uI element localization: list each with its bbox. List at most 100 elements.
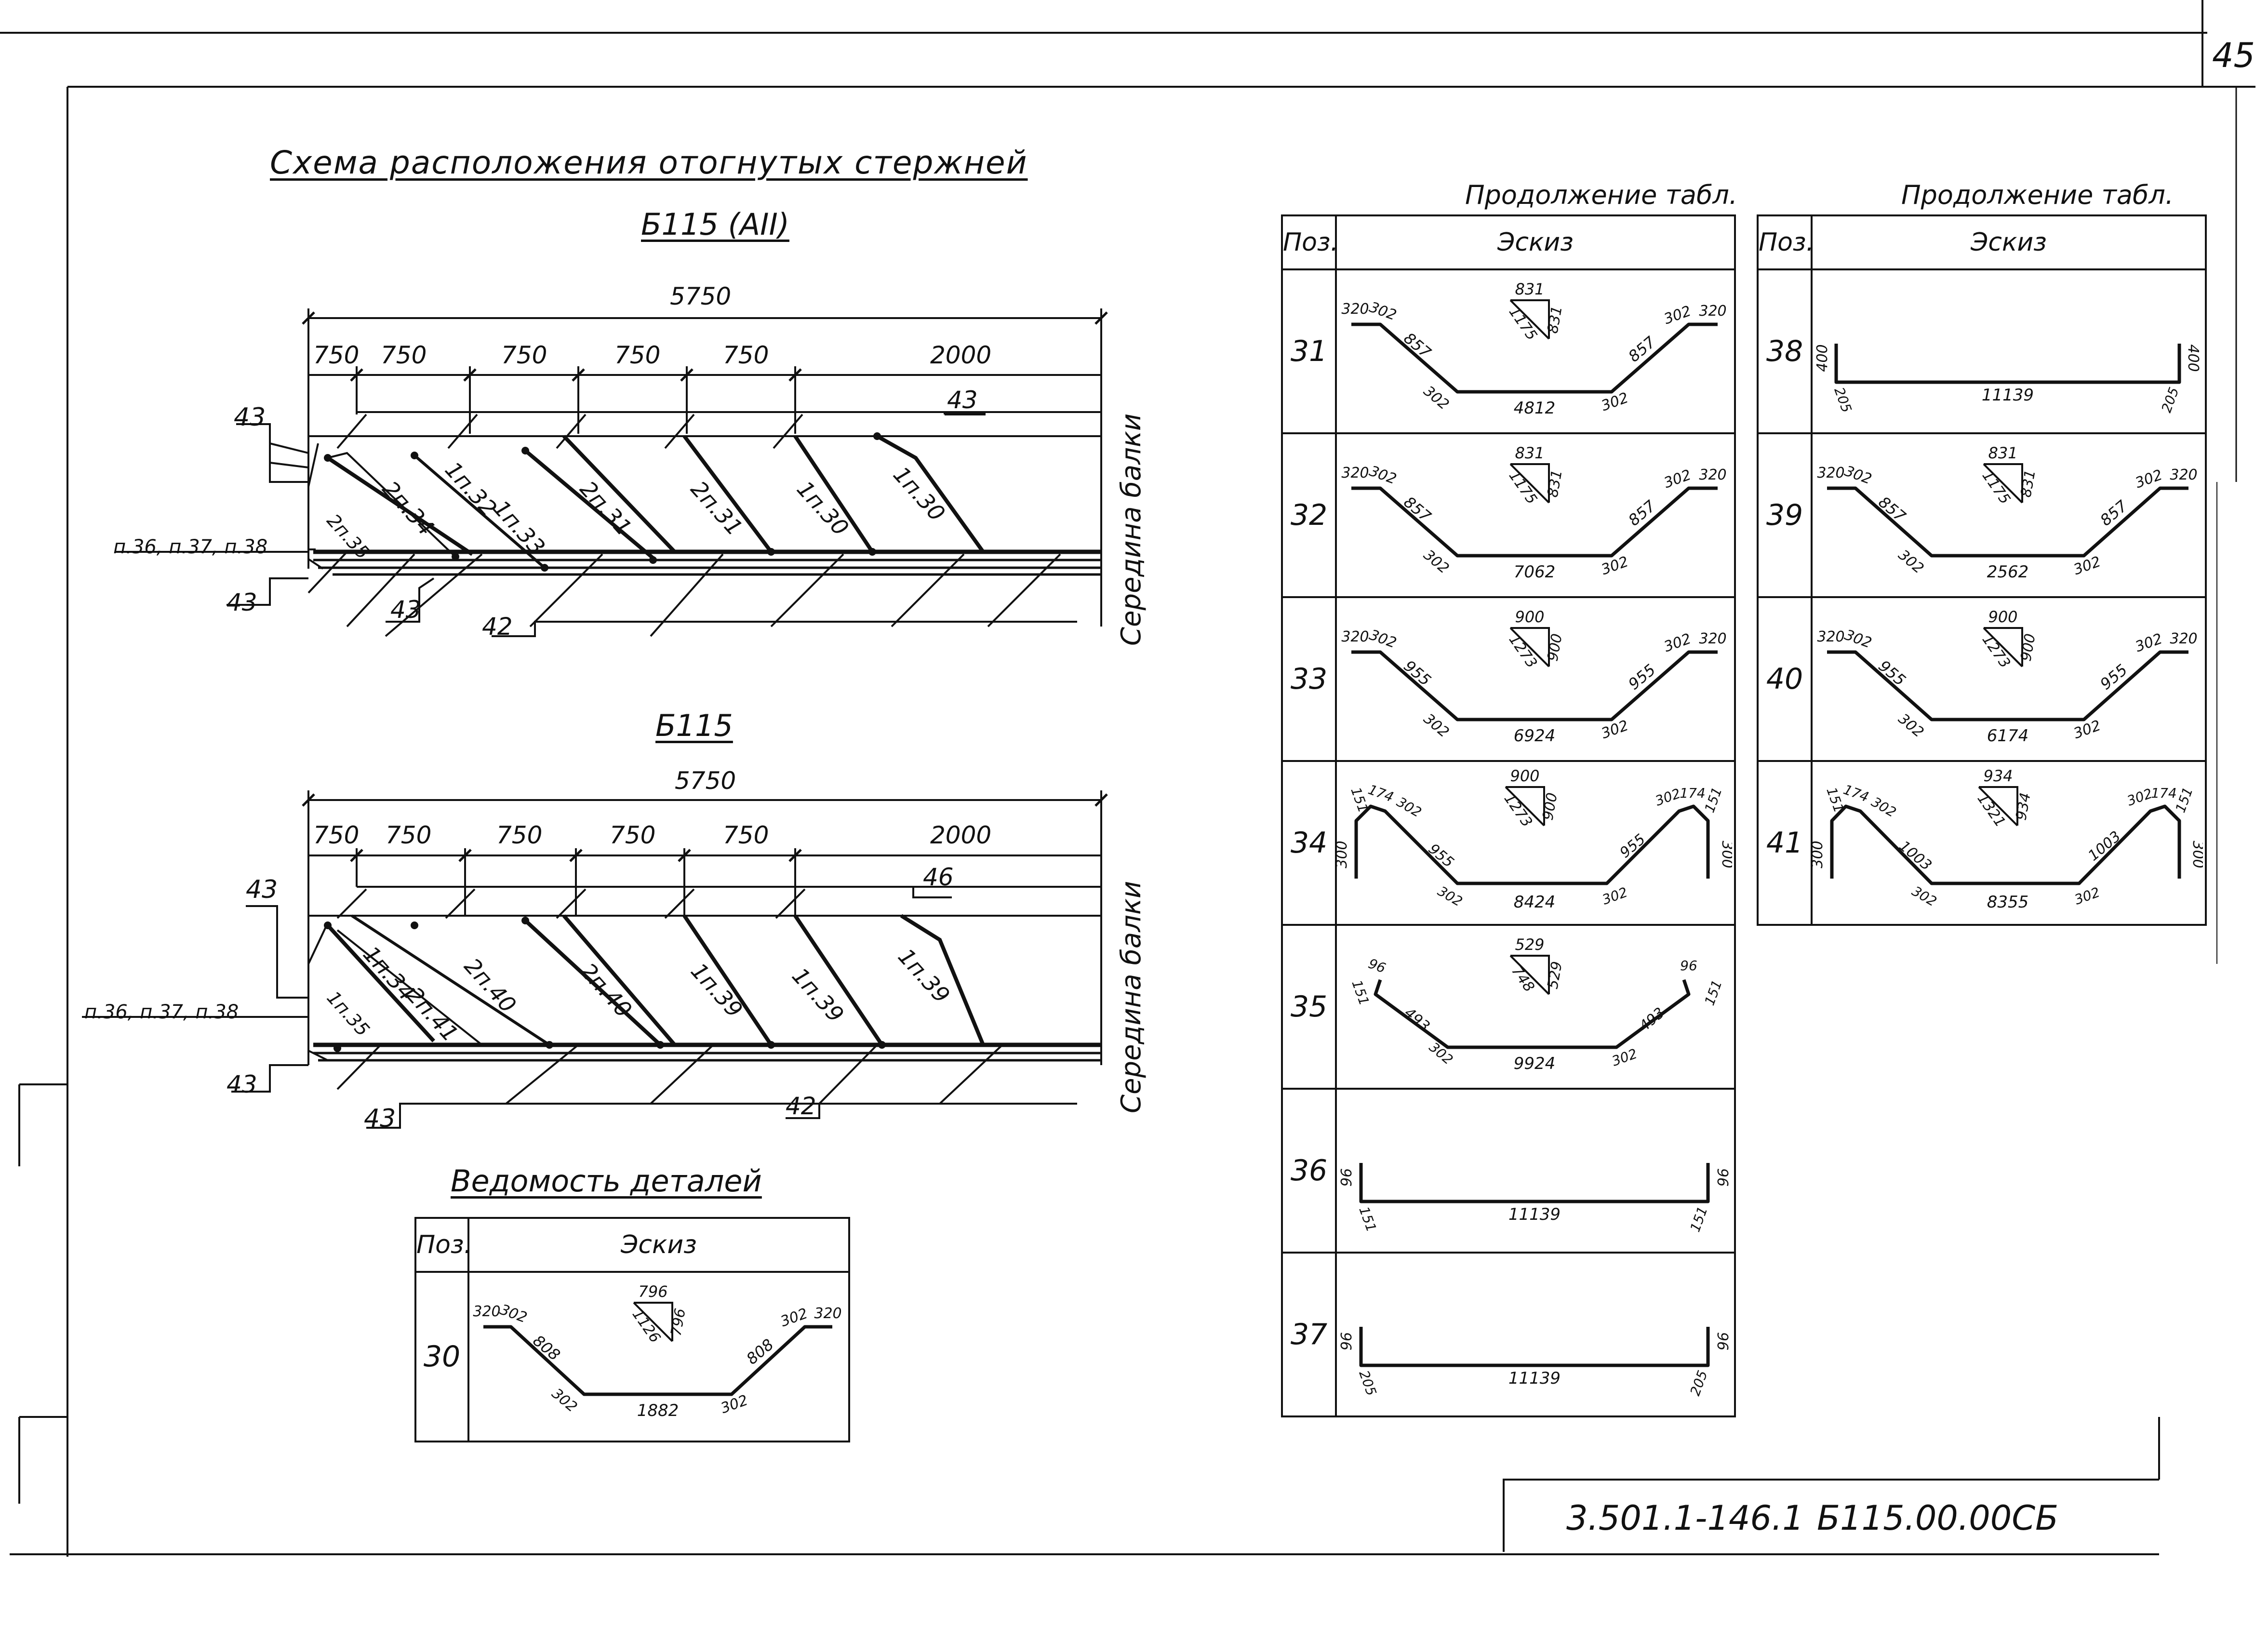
dim-label: 96: [1338, 1168, 1355, 1187]
span-dim: 2000: [930, 341, 992, 369]
dim-label: 934: [1983, 767, 2013, 785]
dim-label: 955: [1617, 831, 1649, 862]
callout-43: 43: [246, 875, 278, 904]
span-dim: 750: [313, 821, 360, 849]
dim-label: 9924: [1514, 1054, 1556, 1073]
span-dim: 750: [614, 341, 661, 369]
dim-label: 302: [1367, 299, 1399, 324]
dim-label: 320: [1341, 465, 1369, 481]
dim-label: 900: [1539, 791, 1561, 821]
dim-label: 320: [2170, 467, 2197, 483]
dim-label: 11139: [1508, 1369, 1561, 1388]
dim-label: 7062: [1514, 562, 1556, 582]
bar-shape: [483, 1325, 832, 1396]
dim-label: 796: [638, 1282, 667, 1301]
dim-label: 831: [2017, 468, 2039, 498]
dim-label: 320: [1699, 303, 1726, 320]
dim-label: 174: [2151, 785, 2176, 801]
span-dim: 750: [723, 821, 769, 849]
dim-label: 96: [1366, 955, 1388, 976]
dim-label: 320: [1817, 465, 1844, 481]
dim-label: 96: [1714, 1168, 1731, 1187]
dim-label: 320: [814, 1305, 841, 1322]
dim-label: 808: [529, 1331, 563, 1364]
midspan-label: Середина балки: [1116, 413, 1147, 646]
bend-triangle: [1510, 627, 1550, 667]
stamp-code: 3.501.1-146.1: [1566, 1498, 1804, 1538]
header-sketch: Эскиз: [1335, 214, 1736, 270]
dim-label: 96: [1680, 958, 1697, 974]
dim-label: 302: [1842, 627, 1874, 652]
header-sketch: Эскиз: [1811, 214, 2207, 270]
dim-label: 205: [1831, 385, 1854, 415]
midspan-label: Середина балки: [1116, 881, 1147, 1113]
dim-label: 320: [1699, 630, 1726, 647]
callout-42: 42: [786, 1092, 816, 1120]
vedomost-title: Ведомость деталей: [451, 1163, 762, 1199]
callout-43: 43: [234, 403, 266, 432]
dim-label: 302: [1426, 1039, 1456, 1068]
dim-label: 831: [1544, 305, 1565, 334]
row-pos: 35: [1281, 924, 1337, 1090]
bar-shape: [1359, 1163, 1710, 1203]
dim-label: 320: [1341, 628, 1369, 645]
beam-bottom: [82, 790, 1102, 1129]
bend-triangle: [1979, 786, 2018, 826]
callout-46: 46: [923, 863, 954, 891]
dim-label: 302: [1895, 710, 1927, 741]
row-pos: 30: [414, 1271, 469, 1442]
dim-label: 302: [1394, 794, 1424, 820]
row-pos: 41: [1757, 760, 1813, 926]
row-pos: 32: [1281, 432, 1337, 598]
dim-label: 493: [1401, 1004, 1433, 1035]
dim-label: 302: [1895, 547, 1927, 577]
dim-label: 6174: [1987, 726, 2029, 746]
dim-label: 831: [1544, 468, 1565, 498]
dim-label: 320: [1699, 467, 1726, 483]
bar-shape: [1359, 1327, 1710, 1367]
dim-label: 11139: [1508, 1205, 1561, 1224]
dim-label: 320: [1817, 628, 1844, 645]
dim-label: 205: [2158, 385, 2182, 415]
dim-label: 955: [1425, 841, 1457, 871]
dim-label: 302: [548, 1385, 580, 1416]
dim-label: 300: [1719, 841, 1732, 868]
scheme-title: Схема расположения отогнутых стержней: [270, 144, 1028, 181]
dim-label: 302: [2125, 785, 2155, 809]
dim-label: 857: [1625, 496, 1659, 530]
callout-43: 43: [390, 596, 421, 624]
bar-shape: [1834, 344, 2181, 384]
dim-label: 6924: [1514, 726, 1556, 746]
dim-label: 302: [497, 1301, 529, 1326]
dim-label: 857: [1625, 333, 1659, 366]
dim-label: 857: [1875, 493, 1909, 526]
dim-label: 302: [2072, 884, 2102, 908]
cont-table-1-caption: Продолжение табл.: [1465, 180, 1737, 210]
dim-label: 857: [2096, 496, 2131, 530]
dim-label: 900: [1515, 608, 1544, 626]
cont-table-2-caption: Продолжение табл.: [1901, 180, 2174, 210]
dim-label: 300: [2189, 841, 2203, 868]
dim-label: 1882: [637, 1401, 679, 1420]
span-dim: 750: [381, 341, 427, 369]
row-pos: 36: [1281, 1088, 1337, 1254]
dim-label: 302: [1435, 883, 1465, 909]
